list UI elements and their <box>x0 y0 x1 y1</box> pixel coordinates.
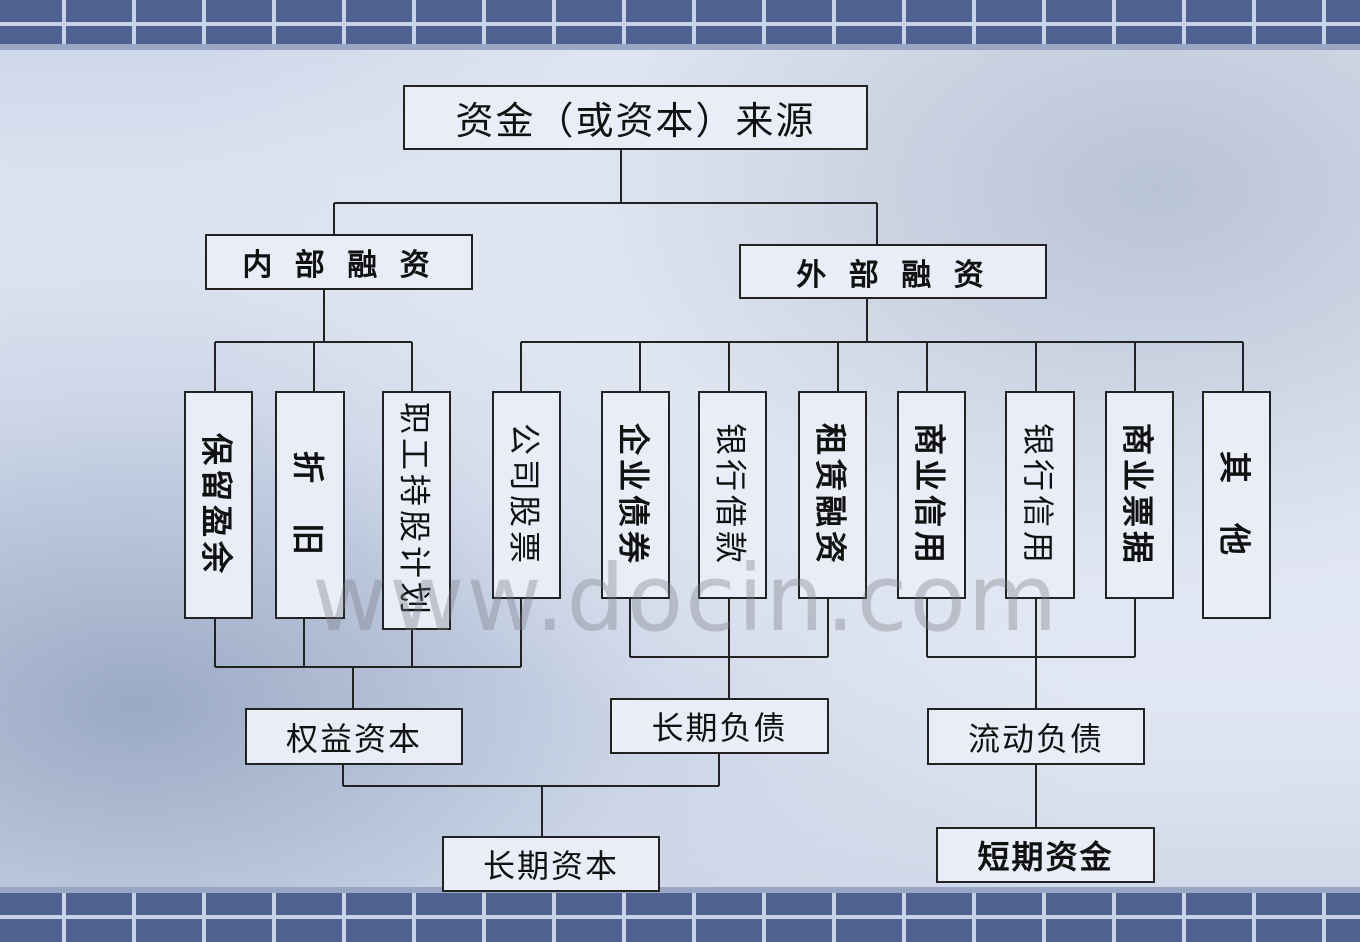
external-financing-node: 外 部 融 资 <box>739 244 1047 299</box>
commercial-paper-node: 商业票据 <box>1105 391 1174 599</box>
watermark-text: www.docin.com <box>312 545 1060 652</box>
corporate-bonds-node: 企业债券 <box>601 391 670 599</box>
other-node: 其 他 <box>1202 391 1271 619</box>
esop-node: 职工持股计划 <box>382 391 451 630</box>
long-term-debt-node: 长期负债 <box>610 698 829 754</box>
leasing-node: 租赁融资 <box>798 391 867 599</box>
short-term-funds-node: 短期资金 <box>936 827 1155 883</box>
internal-financing-node: 内 部 融 资 <box>205 234 473 290</box>
top-border-decoration <box>0 0 1360 50</box>
company-stock-node: 公司股票 <box>492 391 561 599</box>
commercial-credit-node: 商业信用 <box>897 391 966 599</box>
root-node: 资金（或资本）来源 <box>403 85 868 150</box>
equity-capital-node: 权益资本 <box>245 708 463 765</box>
bank-loans-node: 银行借款 <box>698 391 767 599</box>
current-liabilities-node: 流动负债 <box>927 708 1145 765</box>
depreciation-node: 折 旧 <box>275 391 345 619</box>
long-term-capital-node: 长期资本 <box>442 836 660 892</box>
bank-credit-node: 银行信用 <box>1005 391 1075 599</box>
bottom-border-decoration <box>0 887 1360 942</box>
retained-earnings-node: 保留盈余 <box>184 391 253 619</box>
